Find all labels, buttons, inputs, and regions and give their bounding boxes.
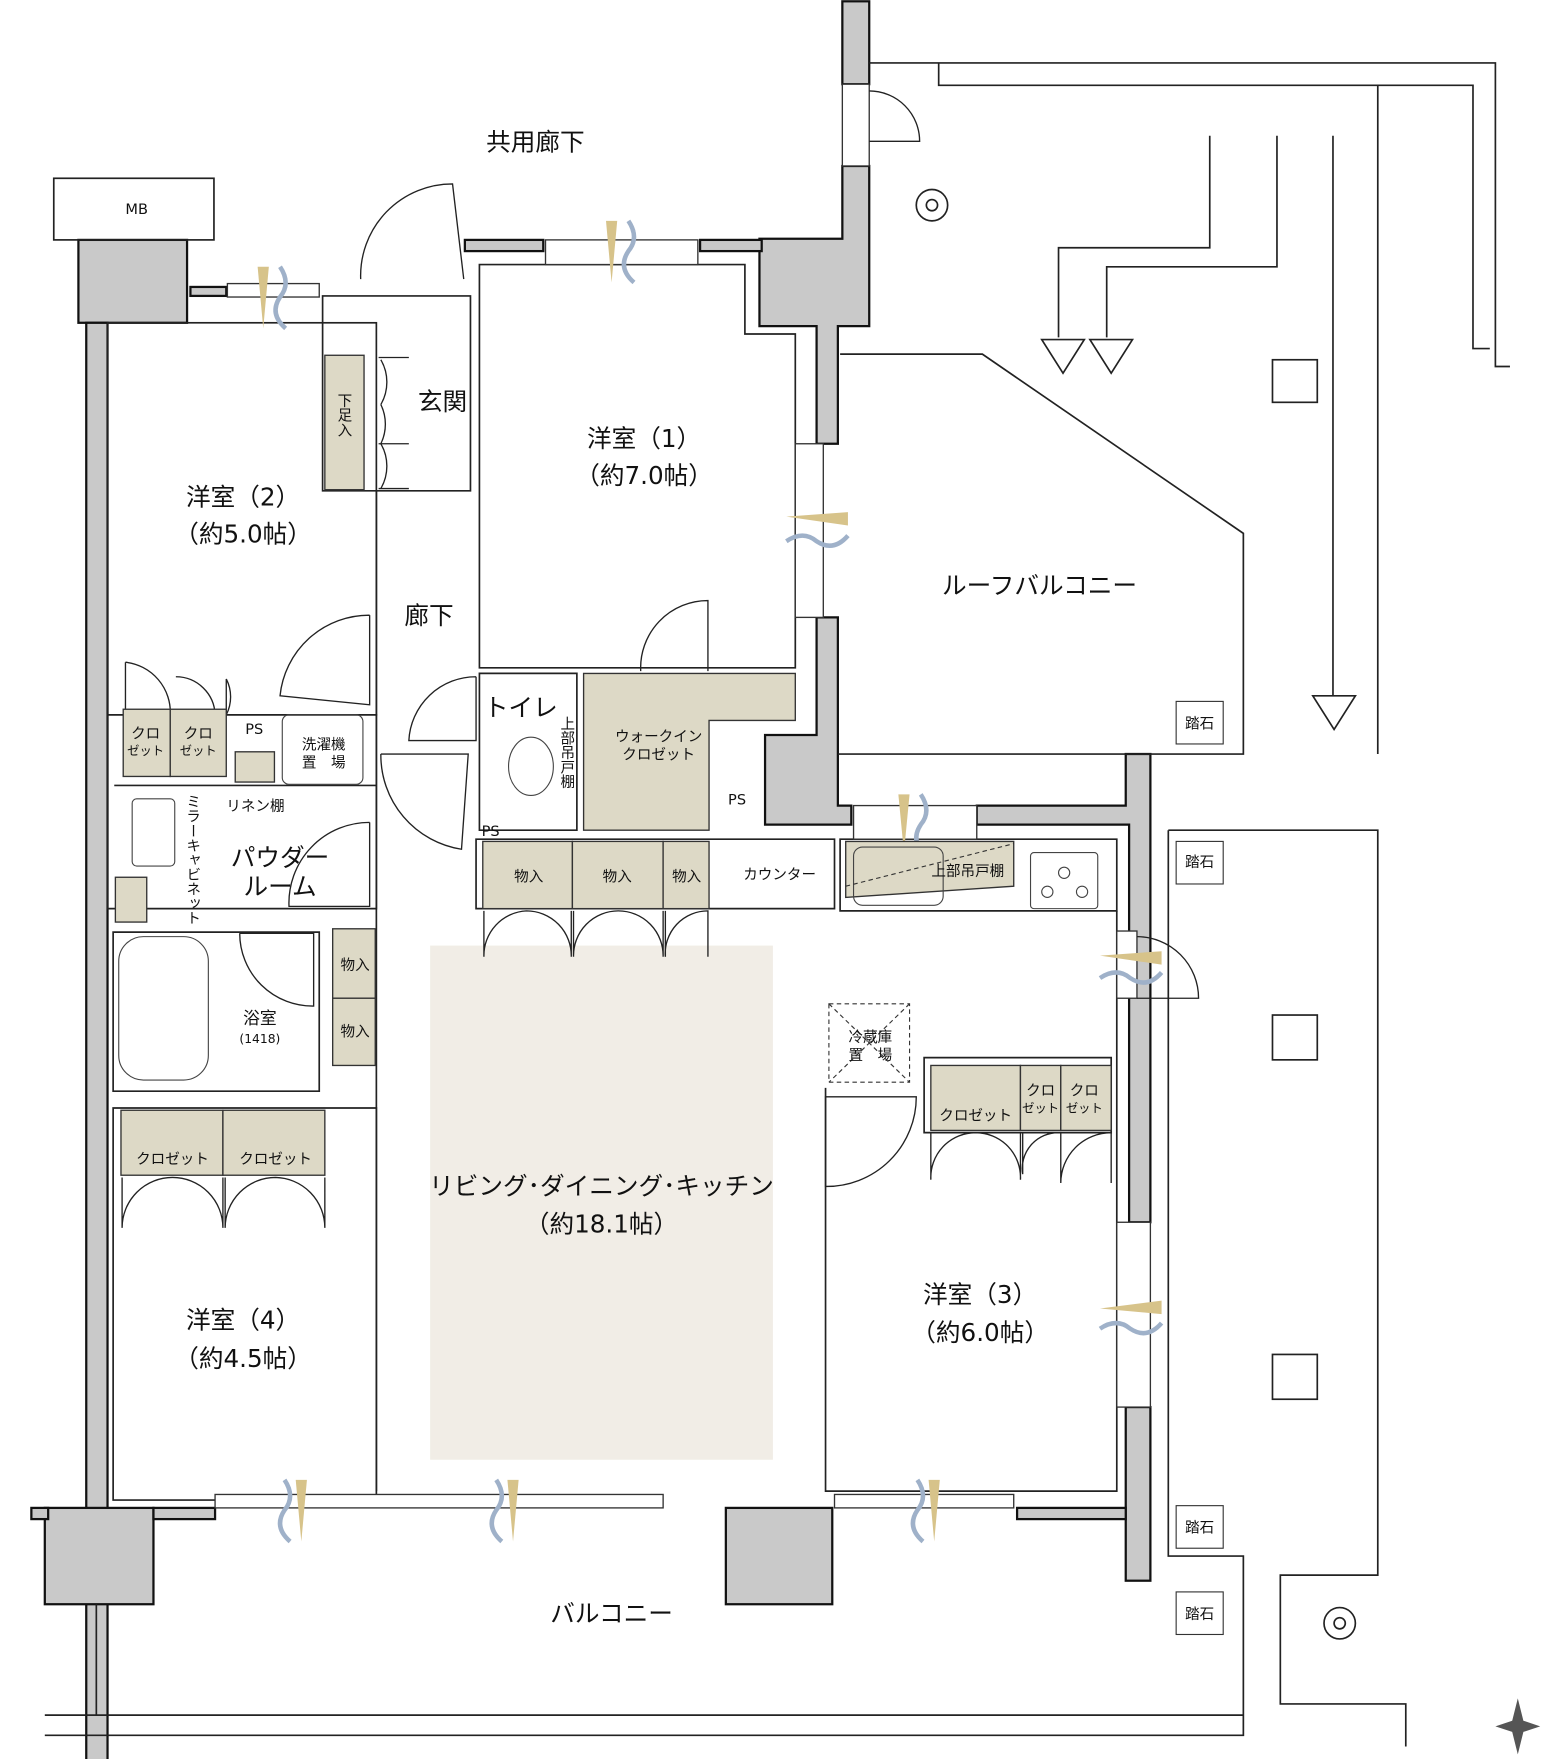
label-storage: 物入 [603, 869, 633, 886]
room-labels: 共用廊下 MB 玄関 下足入 洋室（1） （約7.0帖） 洋室（2） （約5.0… [125, 127, 1214, 1628]
label-washer-line1: 洗濯機 [302, 737, 346, 754]
storage-areas [114, 354, 1112, 1176]
label-room4-name: 洋室（4） [186, 1306, 300, 1335]
label-storage: 物入 [341, 957, 371, 974]
label-room2-name: 洋室（2） [186, 482, 300, 511]
label-room3-size: （約6.0帖） [911, 1318, 1049, 1347]
label-closet-short: ゼット [180, 744, 217, 758]
label-mb: MB [125, 201, 148, 218]
north-compass-icon [1495, 1698, 1541, 1755]
stepping-stones [1175, 700, 1224, 1636]
label-linen: リネン棚 [226, 798, 284, 815]
label-stepping-stone: 踏石 [1185, 1606, 1214, 1623]
label-stepping-stone: 踏石 [1185, 715, 1214, 732]
label-storage: 物入 [514, 869, 544, 886]
label-closet-short: クロ [131, 725, 160, 742]
label-fridge-line1: 冷蔵庫 [849, 1029, 893, 1046]
label-ldk-size: （約18.1帖） [525, 1209, 678, 1238]
label-balcony: バルコニー [550, 1599, 673, 1628]
label-wic-line2: クロゼット [622, 747, 695, 764]
label-room1-name: 洋室（1） [587, 424, 701, 453]
fixtures [118, 714, 1099, 1083]
doors [121, 90, 1200, 1228]
washbasin [131, 798, 176, 867]
label-bath: 浴室 [243, 1008, 277, 1028]
label-closet-short: ゼット [1022, 1101, 1059, 1115]
sink [852, 846, 944, 906]
label-washer-line2: 置 場 [302, 754, 346, 771]
bathtub [118, 936, 209, 1081]
label-wic-line1: ウォークイン [615, 729, 702, 746]
label-toilet: トイレ [484, 693, 558, 722]
label-closet: クロゼット [939, 1107, 1012, 1124]
label-storage: 物入 [672, 869, 702, 886]
label-entrance: 玄関 [418, 387, 467, 416]
ldk-floor [430, 945, 773, 1460]
label-shoe-storage: 下足入 [335, 393, 352, 437]
label-mirror-cabinet: ミラーキャビネット [184, 794, 201, 925]
label-hallway: 廊下 [404, 601, 453, 630]
label-closet-short: ゼット [1066, 1101, 1103, 1115]
label-stepping-stone: 踏石 [1185, 854, 1214, 871]
washer-space [281, 714, 364, 785]
label-ps: PS [245, 721, 263, 738]
label-closet-short: ゼット [127, 744, 164, 758]
label-storage: 物入 [341, 1023, 371, 1040]
label-closet: クロゼット [136, 1151, 209, 1168]
label-stepping-stone: 踏石 [1185, 1520, 1214, 1537]
interior-lines [44, 62, 1510, 1747]
label-room2-size: （約5.0帖） [174, 519, 312, 548]
label-closet: クロゼット [239, 1151, 312, 1168]
stove [1029, 852, 1099, 910]
label-powder-line2: ルーム [243, 872, 316, 901]
label-ldk-name: リビング･ダイニング･キッチン [429, 1171, 774, 1200]
label-ps: PS [728, 791, 746, 808]
label-closet-short: クロ [184, 725, 213, 742]
label-fridge-line2: 置 場 [849, 1047, 893, 1064]
label-closet-short: クロ [1070, 1083, 1099, 1100]
label-upper-cabinet-kitchen: 上部吊戸棚 [931, 863, 1004, 880]
label-counter: カウンター [743, 867, 816, 884]
label-room3-name: 洋室（3） [923, 1280, 1037, 1309]
toilet-bowl [507, 736, 554, 797]
label-common-corridor: 共用廊下 [486, 127, 585, 156]
label-upper-cabinet-toilet: 上部吊戸棚 [558, 716, 575, 789]
fridge-space [828, 1003, 911, 1083]
label-roof-balcony: ルーフバルコニー [942, 571, 1137, 600]
label-room1-size: （約7.0帖） [575, 461, 713, 490]
label-bath-size: (1418) [239, 1032, 280, 1046]
label-room4-size: （約4.5帖） [174, 1344, 312, 1373]
label-closet-short: クロ [1026, 1083, 1055, 1100]
label-powder-line1: パウダー [231, 843, 330, 872]
label-ps: PS [482, 823, 500, 840]
walls [30, 0, 1152, 1759]
